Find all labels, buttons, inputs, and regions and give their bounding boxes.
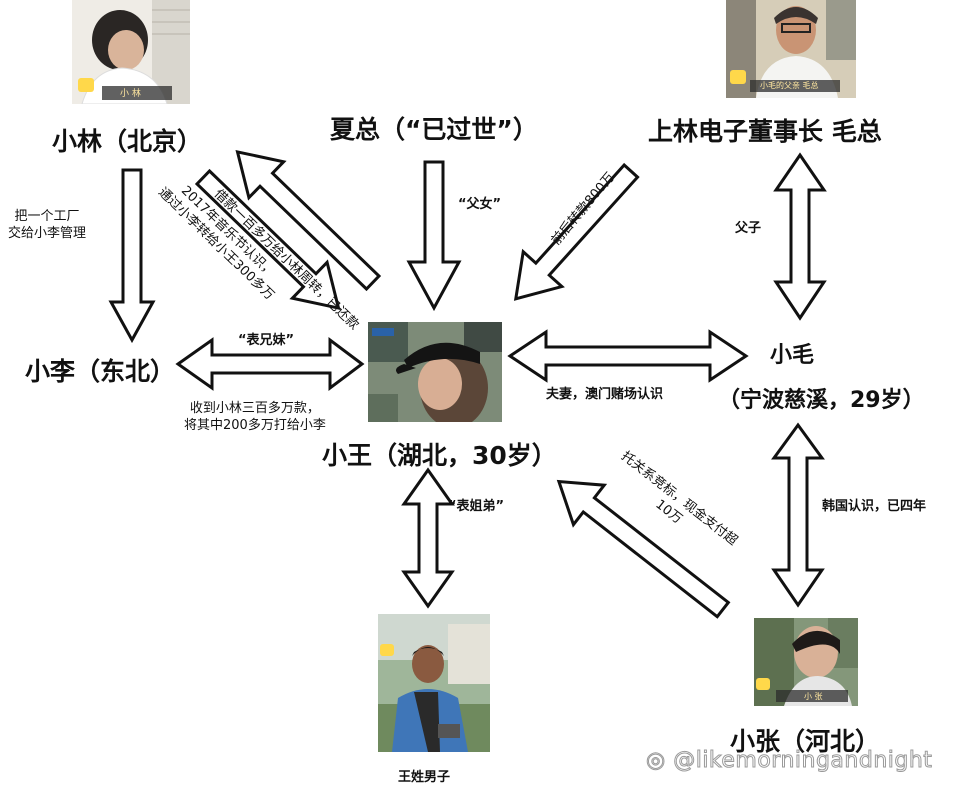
weibo-icon: ◎	[646, 748, 666, 774]
xiaozhang-photo: 小 张	[754, 618, 858, 706]
arrow-wang-wangman	[401, 467, 455, 609]
edge-xia-fathers-label: “父女”	[458, 197, 502, 212]
node-wang-man: 王姓男子	[398, 770, 451, 785]
maozong-photo: 小毛的父亲 毛总	[726, 0, 856, 98]
xiaozhang-photo-caption: 小 张	[804, 692, 823, 701]
xiaolin-photo: 小 林	[72, 0, 190, 104]
node-xiaoli: 小李（东北）	[25, 357, 176, 386]
node-maozong: 上林电子董事长 毛总	[648, 117, 882, 146]
watermark-text: @likemorningandnight	[673, 748, 933, 774]
node-xiazong: 夏总（“已过世”）	[330, 115, 538, 144]
edge-cousins-label: “表兄妹”	[238, 333, 295, 348]
arrow-maozong-mao	[773, 152, 827, 321]
arrow-zhang-to-wang	[556, 479, 731, 619]
node-xiaolin: 小林（北京）	[52, 127, 203, 156]
edge-cousin-siblings-label: “表姐弟”	[448, 499, 505, 514]
arrow-maozong-to-wang	[513, 162, 640, 301]
arrow-xia-to-wang	[406, 160, 462, 312]
xiaowang-photo	[368, 322, 502, 422]
edge-korea-label: 韩国认识，已四年	[822, 499, 927, 514]
arrow-wang-mao	[507, 329, 749, 383]
arrow-lin-to-wang	[194, 168, 341, 311]
edge-couple-label: 夫妻，澳门赌场认识	[546, 387, 664, 402]
arrow-wang-to-lin	[235, 149, 382, 292]
edge-xiaoli-money-label: 收到小林三百多万款， 将其中200多万打给小李	[184, 401, 326, 433]
edge-lin-to-li-label: 把一个工厂 交给小李管理	[8, 209, 87, 241]
arrow-mao-zhang	[771, 422, 825, 608]
node-xiaomao: 小毛	[770, 343, 815, 368]
edge-mao-father-son-label: 父子	[735, 221, 762, 236]
node-xiaomao-sub: （宁波慈溪，29岁）	[718, 388, 925, 413]
maozong-photo-caption: 小毛的父亲 毛总	[760, 81, 819, 90]
node-xiaozhang: 小张（河北）	[730, 727, 881, 756]
arrow-li-wang	[175, 337, 365, 391]
node-xiaowang: 小王（湖北，30岁）	[322, 441, 557, 470]
watermark: ◎ @likemorningandnight	[646, 748, 933, 774]
arrow-lin-to-li	[108, 168, 156, 344]
wang-man-photo	[378, 614, 490, 752]
xiaolin-photo-caption: 小 林	[120, 89, 141, 99]
